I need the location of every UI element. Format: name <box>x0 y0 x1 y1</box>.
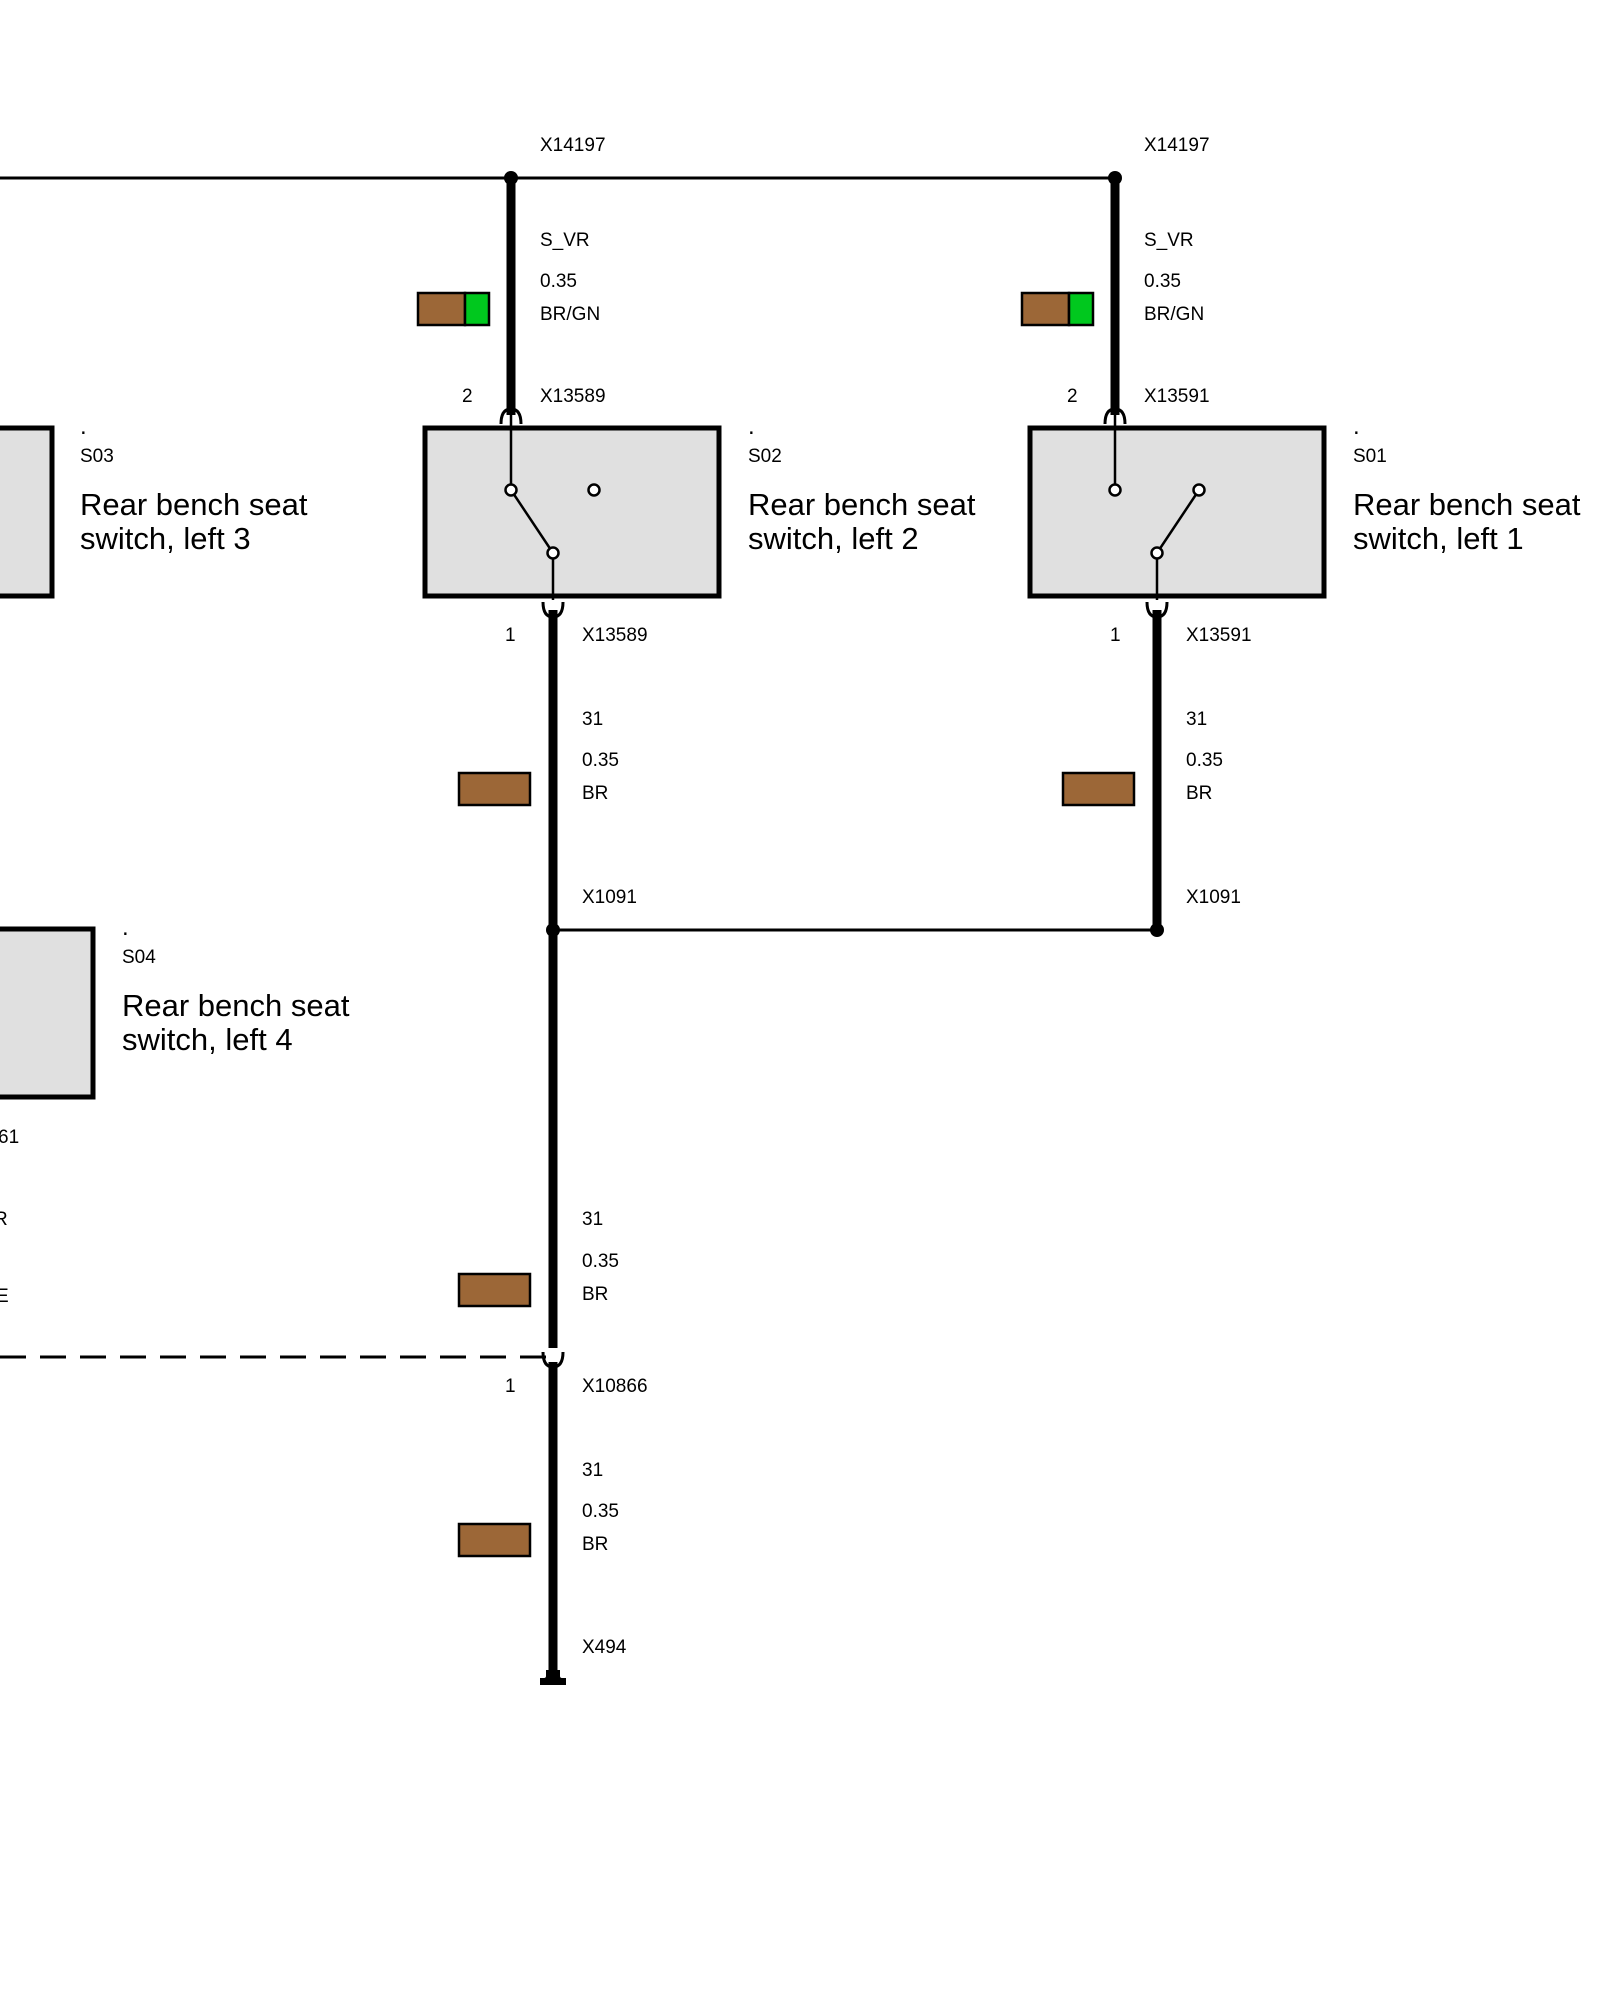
cut-off-label: E <box>0 1286 9 1307</box>
wire-color-swatch-brown <box>457 1522 532 1558</box>
wire-color: BR <box>582 1534 608 1555</box>
connector-socket <box>1103 407 1127 425</box>
wire-size: 0.35 <box>1144 271 1181 292</box>
component-box-s03 <box>0 425 55 599</box>
connector-label: X13589 <box>582 625 648 646</box>
component-name: Rear bench seat <box>748 487 976 522</box>
component-dot: . <box>1353 413 1360 440</box>
connector-label: X13589 <box>540 386 606 407</box>
wire-size: 0.35 <box>582 750 619 771</box>
cut-off-label: 61 <box>0 1127 19 1148</box>
switch-contact <box>1108 483 1122 497</box>
switch-contact <box>1192 483 1206 497</box>
pin-number: 1 <box>505 625 516 646</box>
connector-label: X494 <box>582 1637 627 1658</box>
pin-number: 2 <box>1067 386 1078 407</box>
wire-signal: 31 <box>582 1460 603 1481</box>
wire-signal: S_VR <box>1144 230 1194 251</box>
connector-socket <box>499 407 523 425</box>
wire-color-swatch-brown <box>457 1272 532 1308</box>
switch-contact <box>546 546 560 560</box>
connector-label: X14197 <box>540 135 606 156</box>
ground-terminal <box>540 1670 566 1685</box>
connector-label: X13591 <box>1144 386 1210 407</box>
switch-lever <box>509 489 555 554</box>
switch-contact <box>587 483 601 497</box>
pin-number: 2 <box>462 386 473 407</box>
wire-color-swatch-green <box>1067 291 1095 327</box>
component-name: switch, left 3 <box>80 521 251 556</box>
connector-label: X13591 <box>1186 625 1252 646</box>
component-id: S02 <box>748 446 782 467</box>
switch-contact <box>504 483 518 497</box>
wire-size: 0.35 <box>1186 750 1223 771</box>
wire-color: BR <box>582 1284 608 1305</box>
wire-color: BR <box>582 783 608 804</box>
component-dot: . <box>748 413 755 440</box>
connector-label: X1091 <box>582 887 637 908</box>
component-box-s04 <box>0 926 96 1100</box>
switch-contact <box>1150 546 1164 560</box>
wire-color-swatch-green <box>463 291 491 327</box>
wire-color: BR/GN <box>1144 304 1204 325</box>
wire-size: 0.35 <box>582 1251 619 1272</box>
wire-color-swatch-brown <box>1020 291 1071 327</box>
wire-signal: S_VR <box>540 230 590 251</box>
component-box-s01 <box>1027 425 1327 599</box>
wire-color-swatch-brown <box>1061 771 1136 807</box>
cut-off-label: R <box>0 1209 8 1230</box>
component-dot: . <box>122 914 129 941</box>
component-id: S03 <box>80 446 114 467</box>
wire-size: 0.35 <box>540 271 577 292</box>
component-dot: . <box>80 413 87 440</box>
wire-color: BR <box>1186 783 1212 804</box>
pin-number: 1 <box>505 1376 516 1397</box>
component-id: S04 <box>122 947 156 968</box>
wire-signal: 31 <box>582 1209 603 1230</box>
junction-x1091-right <box>1150 923 1164 937</box>
wire-color: BR/GN <box>540 304 600 325</box>
component-box-s02 <box>422 425 722 599</box>
component-name: Rear bench seat <box>1353 487 1581 522</box>
wire-signal: 31 <box>1186 709 1207 730</box>
switch-lever <box>1155 489 1201 554</box>
wire-signal: 31 <box>582 709 603 730</box>
wire-color-swatch-brown <box>457 771 532 807</box>
component-name: switch, left 2 <box>748 521 919 556</box>
component-name: Rear bench seat <box>80 487 308 522</box>
connector-label: X10866 <box>582 1376 648 1397</box>
connector-label: X1091 <box>1186 887 1241 908</box>
connector-label: X14197 <box>1144 135 1210 156</box>
pin-number: 1 <box>1110 625 1121 646</box>
component-name: Rear bench seat <box>122 988 350 1023</box>
wire-size: 0.35 <box>582 1501 619 1522</box>
wire-color-swatch-brown <box>416 291 467 327</box>
component-name: switch, left 4 <box>122 1022 293 1057</box>
component-id: S01 <box>1353 446 1387 467</box>
component-name: switch, left 1 <box>1353 521 1524 556</box>
